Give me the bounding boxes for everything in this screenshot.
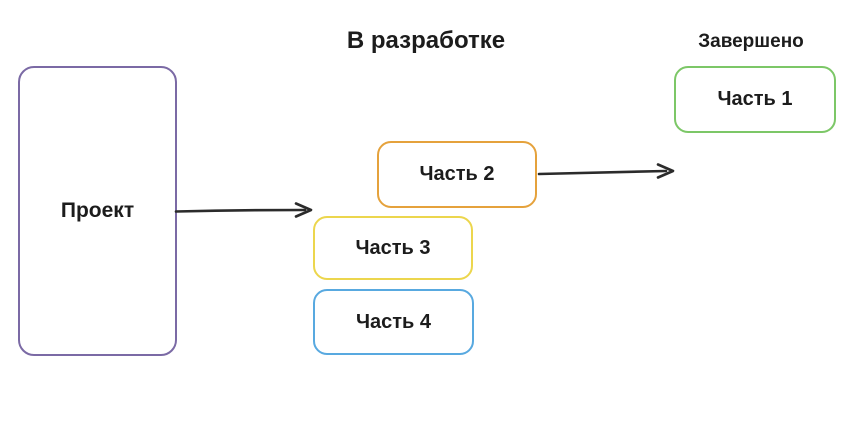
node-part-1[interactable]: Часть 1	[674, 66, 836, 133]
column-title-done: Завершено	[698, 31, 804, 52]
node-part-3-label: Часть 3	[355, 236, 431, 259]
arrow-project-to-in-progress	[174, 202, 313, 218]
node-project-label: Проект	[60, 199, 135, 222]
node-part-2-label: Часть 2	[419, 163, 495, 185]
node-part-3[interactable]: Часть 3	[313, 216, 473, 280]
node-part-2[interactable]: Часть 2	[377, 141, 537, 208]
node-part-1-label: Часть 1	[717, 88, 793, 110]
column-title-in-progress: В разработке	[346, 27, 506, 54]
node-part-4-label: Часть 4	[355, 310, 432, 333]
arrow-part2-to-done	[537, 163, 675, 179]
node-project[interactable]: Проект	[18, 66, 177, 356]
node-part-4[interactable]: Часть 4	[313, 289, 474, 355]
